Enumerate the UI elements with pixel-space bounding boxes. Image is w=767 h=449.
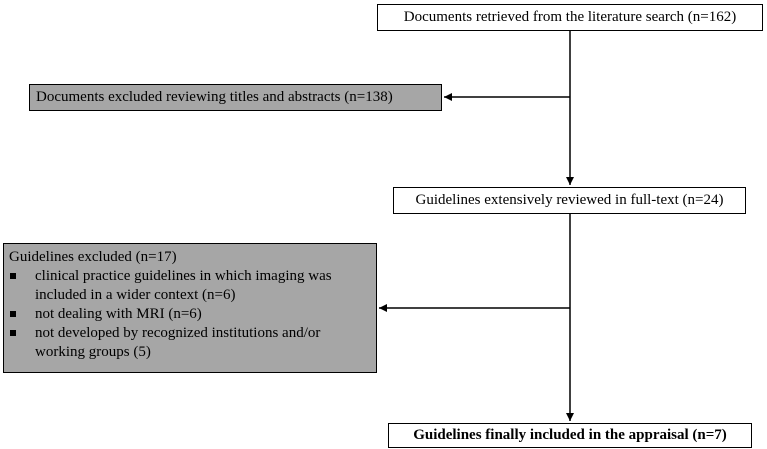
excluded-titles-box: Documents excluded reviewing titles and … bbox=[29, 84, 442, 111]
excluded-reason-item: clinical practice guidelines in which im… bbox=[9, 267, 376, 305]
square-bullet-icon bbox=[10, 330, 16, 336]
excluded-reasons-list: clinical practice guidelines in which im… bbox=[9, 267, 376, 362]
excluded-reason-line: included in a wider context (n=6) bbox=[35, 287, 236, 303]
excluded-reason-line: working groups (5) bbox=[35, 344, 151, 360]
excluded-guidelines-box: Guidelines excluded (n=17) clinical prac… bbox=[3, 243, 377, 373]
excluded-reason-item: not developed by recognized institutions… bbox=[9, 324, 376, 362]
excluded-reason-line: not developed by recognized institutions… bbox=[35, 325, 321, 341]
excluded-guidelines-title: Guidelines excluded (n=17) bbox=[9, 249, 177, 265]
excluded-reason-line: not dealing with MRI (n=6) bbox=[35, 306, 202, 322]
square-bullet-icon bbox=[10, 273, 16, 279]
retrieved-text: Documents retrieved from the literature … bbox=[403, 9, 737, 25]
retrieved-box: Documents retrieved from the literature … bbox=[377, 4, 763, 31]
excluded-reason-line: clinical practice guidelines in which im… bbox=[35, 268, 332, 284]
final-included-text: Guidelines finally included in the appra… bbox=[413, 427, 727, 443]
excluded-reason-item: not dealing with MRI (n=6) bbox=[9, 305, 376, 324]
square-bullet-icon bbox=[10, 311, 16, 317]
full-text-text: Guidelines extensively reviewed in full-… bbox=[415, 192, 724, 208]
full-text-box: Guidelines extensively reviewed in full-… bbox=[393, 187, 746, 214]
final-included-box: Guidelines finally included in the appra… bbox=[388, 423, 752, 448]
excluded-titles-text: Documents excluded reviewing titles and … bbox=[36, 89, 393, 105]
